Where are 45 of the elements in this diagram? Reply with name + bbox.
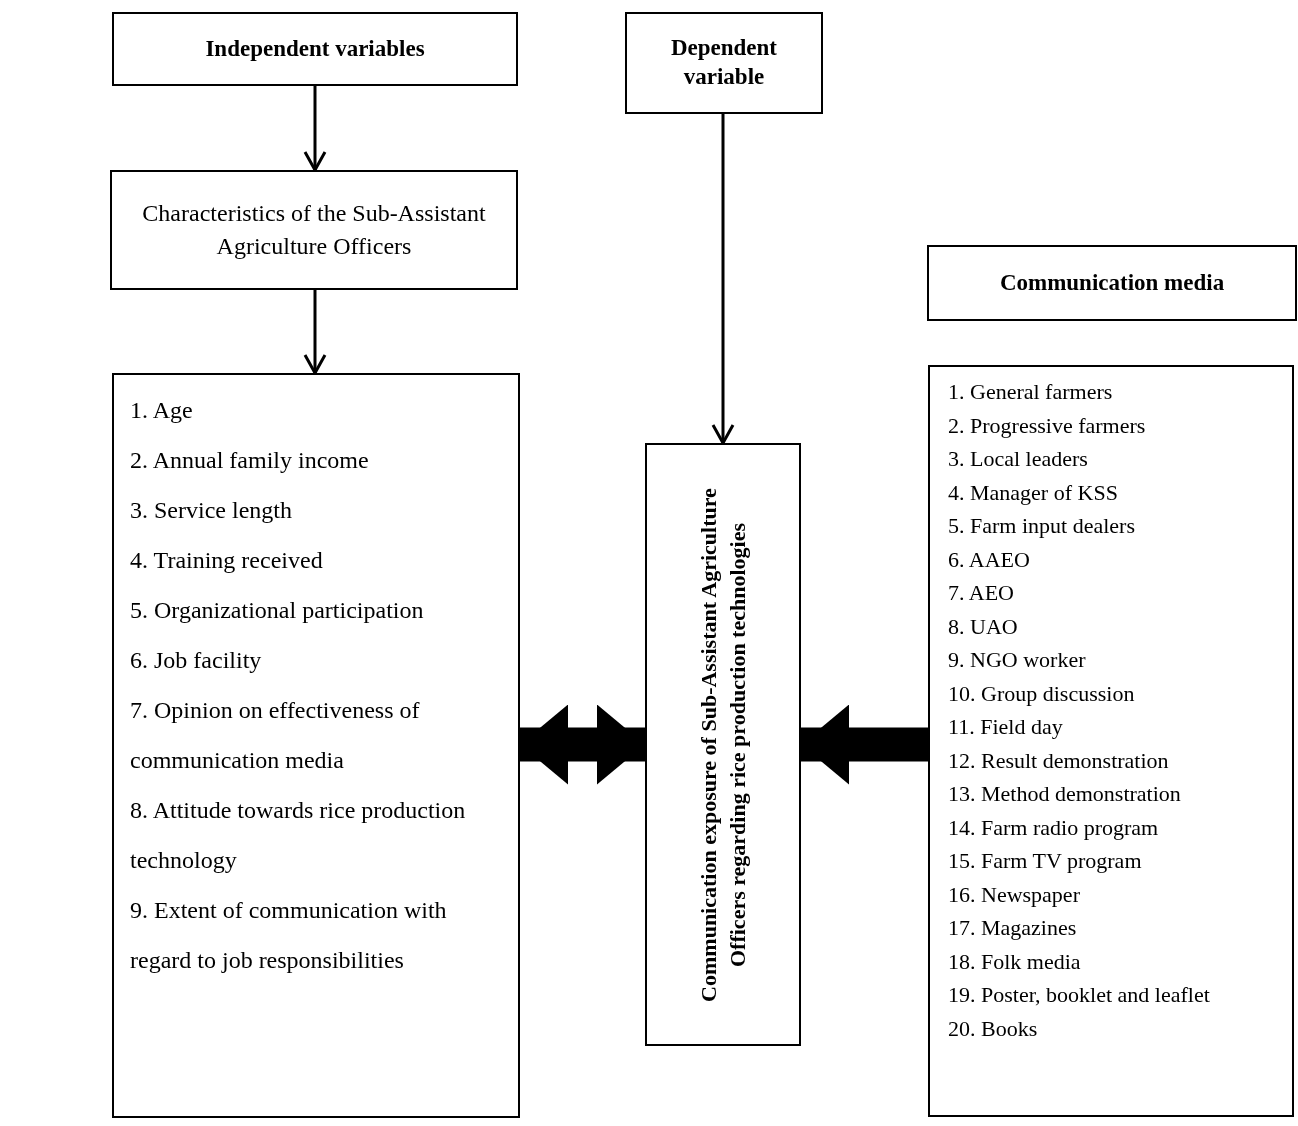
list-item: 9. Extent of communication with regard to job responsibilities [130,896,448,975]
list-item: 2. Progressive farmers [948,411,1147,440]
list-item: 4. Training received [130,546,324,575]
arrow [801,704,928,785]
list-item: 5. Organizational participation [130,596,425,625]
list-item: 15. Farm TV program [948,847,1143,875]
heading-text: Communication media [999,268,1225,297]
heading-text: Dependent variable [669,34,779,91]
list-item: 12. Result demonstration [948,746,1170,775]
process-box [110,170,518,290]
list-item: 14. Farm radio program [948,813,1160,842]
list-item: 2. Annual family income [130,446,370,475]
list-item: 8. Attitude towards rice production technology [130,796,467,875]
arrow [303,86,327,172]
list-item: 3. Service length [130,496,293,525]
heading-box [927,245,1297,321]
heading-box [625,12,823,114]
box-text: Communication exposure of Sub-Assistant Agriculture Officers regarding rice production technologies [695,486,751,1004]
list-item: 4. Manager of KSS [948,478,1119,507]
list-box [928,365,1294,1117]
list-item: 10. Group discussion [948,679,1136,708]
list-item: 16. Newspaper [948,880,1081,909]
arrow [303,290,327,375]
arrow [711,114,735,445]
list-item: 13. Method demonstration [948,780,1182,808]
list-item: 1. Age [130,396,194,425]
list-item: 19. Poster, booklet and leaflet [948,981,1211,1009]
list-item: 18. Folk media [948,947,1082,976]
box-text: Characteristics of the Sub-Assistant Agriculture Officers [141,199,487,261]
list-item: 17. Magazines [948,914,1078,942]
list-item: 7. Opinion on effectiveness of communication media [130,696,421,775]
list-item: 5. Farm input dealers [948,512,1136,540]
list-item: 9. NGO worker [948,646,1087,674]
list-item: 20. Books [948,1014,1039,1043]
list-item: 6. Job facility [130,646,263,675]
process-box [645,443,801,1046]
heading-text: Independent variables [205,34,425,63]
heading-box [112,12,518,86]
list-box [112,373,520,1118]
list-item: 1. General farmers [948,378,1114,406]
list-item: 3. Local leaders [948,445,1089,473]
list-item: 8. UAO [948,612,1019,641]
list-item: 6. AAEO [948,545,1031,574]
list-item: 7. AEO [948,579,1015,607]
list-item: 11. Field day [948,713,1064,741]
